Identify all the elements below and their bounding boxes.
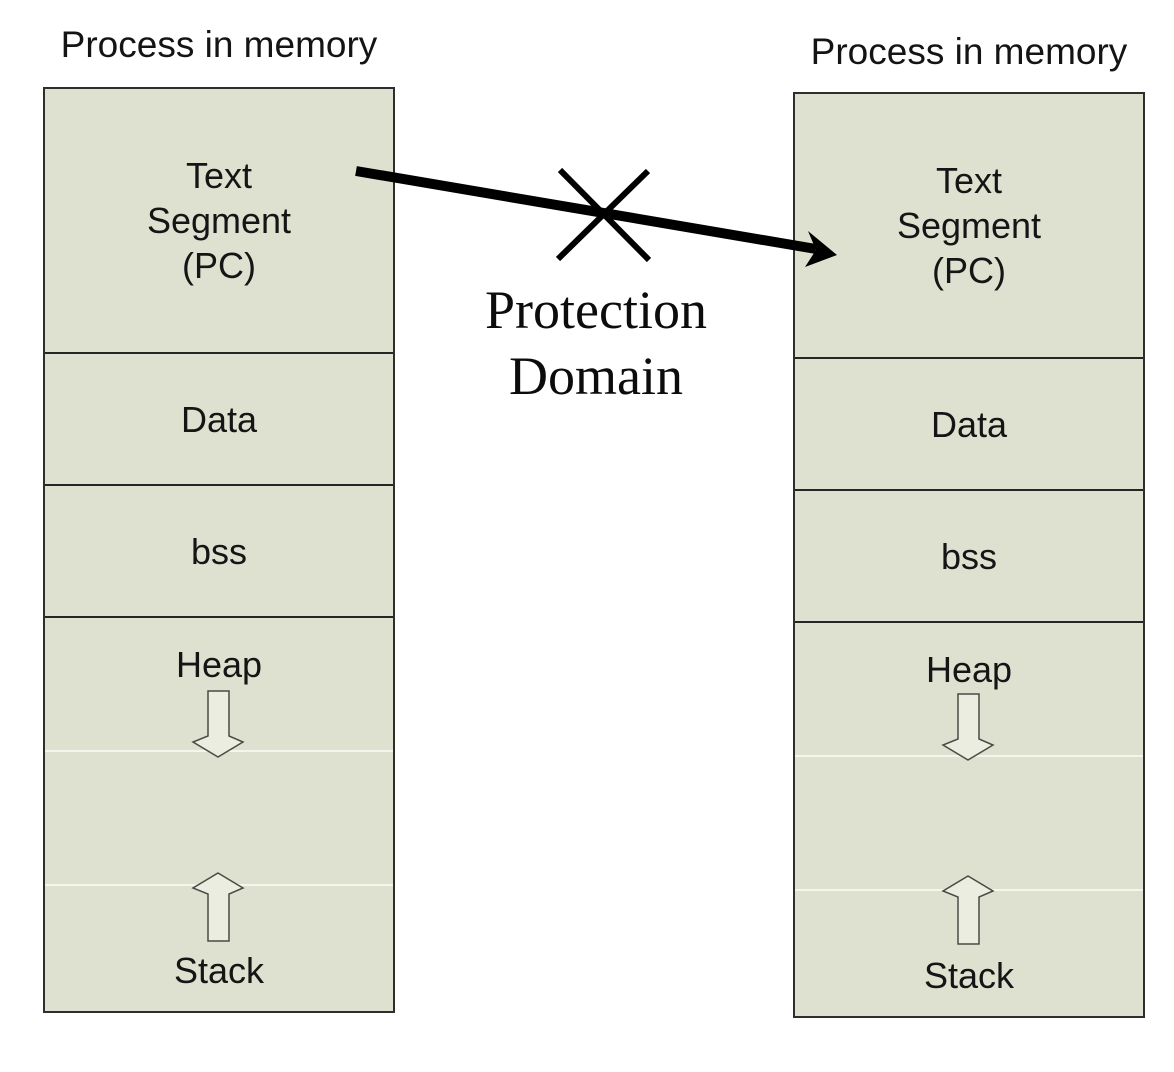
right-segment-heap: Heap xyxy=(795,621,1143,755)
protection-domain-label: Protection Domain xyxy=(485,280,707,406)
x-mark-icon xyxy=(555,167,652,263)
left-segment-bss: bss xyxy=(45,484,393,616)
right-segment-text: Text Segment (PC) xyxy=(896,160,1042,291)
right-segment-stack: Stack xyxy=(795,889,1143,1016)
left-segment-stack: Stack xyxy=(45,884,393,1011)
right-process-memory-box: Text Segment (PC) Data bss Heap Stack xyxy=(793,92,1145,1018)
right-segment-free-space xyxy=(795,755,1143,889)
right-segment-bss: bss xyxy=(795,489,1143,621)
left-segment-data: Data xyxy=(45,352,393,484)
left-process-title: Process in memory xyxy=(60,24,378,65)
right-process-title: Process in memory xyxy=(810,31,1128,72)
left-segment-heap: Heap xyxy=(45,616,393,750)
left-process-memory-box: Text Segment (PC) Data bss Heap Stack xyxy=(43,87,395,1013)
copy-arrow-icon xyxy=(355,166,837,267)
right-segment-data: Data xyxy=(795,357,1143,489)
left-segment-text: Text Segment (PC) xyxy=(146,155,292,286)
left-segment-free-space xyxy=(45,750,393,884)
